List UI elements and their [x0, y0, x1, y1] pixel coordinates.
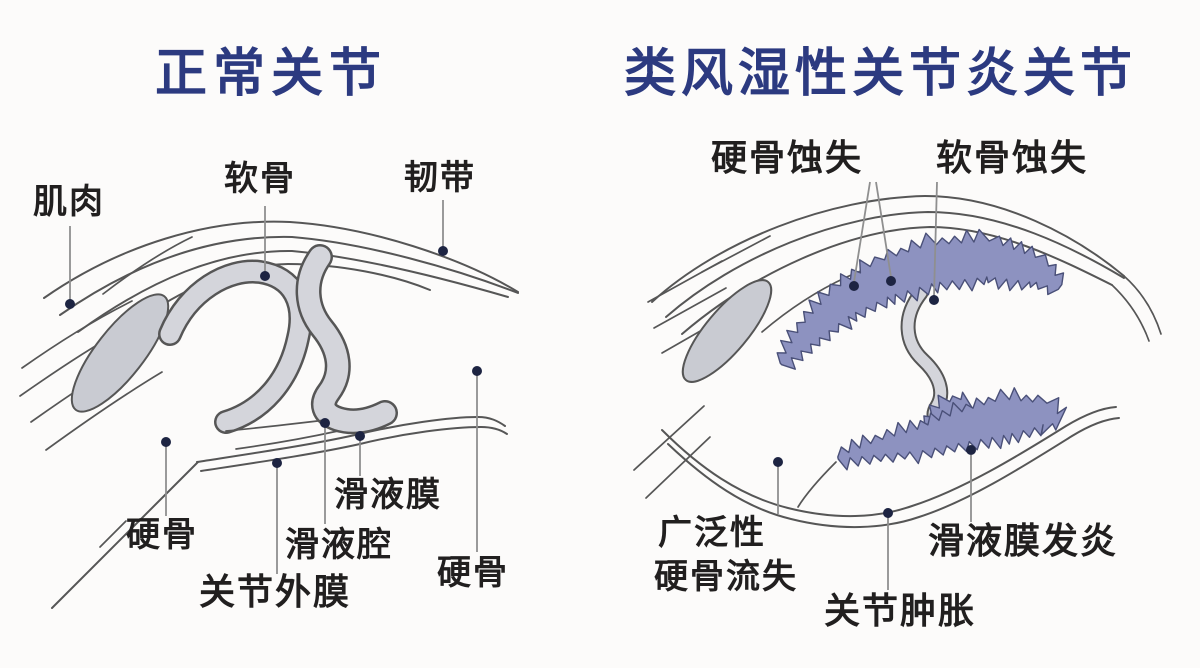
- label-bone-erosion: 硬骨蚀失: [711, 138, 864, 178]
- muscle-belly: [70, 293, 170, 413]
- bone-shaft-lines: [51, 461, 199, 609]
- cartilage-s-band: [295, 244, 398, 435]
- leader-cartilage-erosion: [933, 181, 938, 297]
- dot-joint-swelling: [883, 508, 893, 518]
- leader-lines: [69, 181, 972, 590]
- dot-cartilage: [260, 271, 270, 281]
- leader-bone-erosion-b: [875, 181, 892, 278]
- dot-bone-erosion-a: [849, 281, 859, 291]
- label-muscle: 肌肉: [33, 184, 105, 221]
- ra-joint-capsule-lines: [661, 406, 1120, 528]
- inflamed-synovium-lower: [837, 387, 1068, 471]
- label-joint-capsule: 关节外膜: [199, 572, 352, 612]
- dot-joint-capsule: [272, 458, 282, 468]
- dot-synovial-membrane: [355, 431, 365, 441]
- ra-joint-drawing: [633, 194, 1162, 528]
- dot-cartilage-erosion: [929, 295, 939, 305]
- label-cartilage: 软骨: [224, 161, 296, 198]
- dot-ligament: [438, 246, 448, 256]
- label-cartilage-erosion: 软骨蚀失: [936, 138, 1089, 178]
- normal-joint-drawing: [19, 220, 519, 609]
- dot-bone-loss: [773, 457, 783, 467]
- dot-synovitis: [966, 445, 976, 455]
- label-hard-bone-right: 硬骨: [437, 555, 509, 592]
- dot-muscle: [65, 299, 75, 309]
- ra-joint-title: 类风湿性关节炎关节: [624, 46, 1138, 103]
- dot-hard-bone-left: [161, 437, 171, 447]
- label-synovitis: 滑液膜发炎: [928, 521, 1119, 561]
- inflamed-synovium-upper: [776, 228, 1065, 370]
- label-hard-bone-left: 硬骨: [126, 517, 198, 554]
- label-widespread: 广泛性: [658, 515, 766, 552]
- label-ligament: 韧带: [404, 160, 476, 197]
- label-bone-loss: 硬骨流失: [654, 559, 798, 596]
- normal-joint-title: 正常关节: [155, 46, 388, 103]
- cartilage-arch: [158, 259, 313, 434]
- dot-bone-erosion-b: [886, 276, 896, 286]
- ra-muscle-belly: [681, 279, 773, 383]
- callout-dots: [65, 246, 976, 518]
- label-joint-swelling: 关节肿胀: [824, 591, 977, 631]
- dot-synovial-cavity: [320, 418, 330, 428]
- ligament-band: [43, 220, 519, 351]
- leader-bone-erosion-a: [853, 181, 871, 283]
- dot-hard-bone-right: [472, 366, 482, 376]
- label-synovial-cavity: 滑液腔: [285, 527, 393, 564]
- label-synovial-membrane: 滑液膜: [334, 477, 442, 514]
